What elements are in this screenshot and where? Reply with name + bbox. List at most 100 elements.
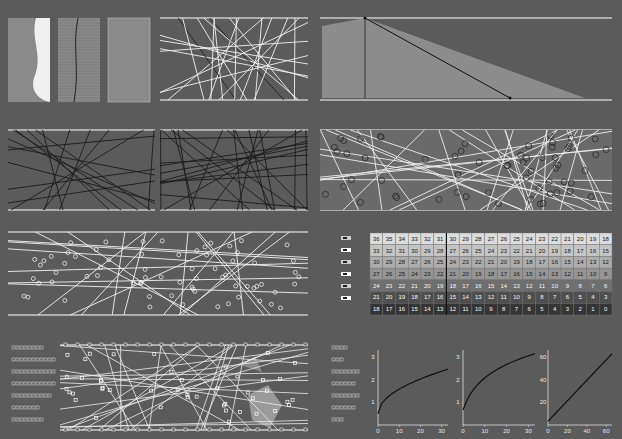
stroke: [171, 130, 274, 210]
marker-circle: [455, 172, 461, 178]
stroke: [350, 130, 587, 210]
small-icon: [32, 346, 35, 349]
marker-circle: [269, 302, 273, 306]
small-icon: [28, 394, 31, 397]
marker-circle: [524, 155, 530, 161]
panel: [320, 130, 612, 210]
stroke: [60, 376, 308, 409]
grid-cell: [587, 233, 600, 245]
small-icon: [343, 237, 347, 239]
grid-cell: [408, 245, 421, 257]
marker-circle: [181, 303, 185, 307]
grid-cell: [434, 268, 447, 280]
stroke: [8, 139, 155, 204]
hatch: [58, 41, 100, 42]
marker-circle: [195, 249, 199, 253]
small-icon: [36, 418, 39, 421]
marker-square: [222, 404, 225, 407]
small-icon: [16, 406, 19, 409]
grid-number: 22: [398, 283, 405, 289]
marker-circle: [54, 271, 58, 275]
grid-cell: [497, 268, 510, 280]
marker-circle: [73, 254, 77, 258]
grid-cell: [599, 256, 612, 268]
small-icon: [340, 406, 343, 409]
marker-circle: [22, 294, 26, 298]
grid-number: 3: [604, 294, 607, 300]
grid-cell: [370, 303, 383, 315]
stroke: [210, 18, 284, 100]
marker-circle: [63, 261, 67, 265]
grid-number: 12: [602, 259, 609, 265]
marker-square: [268, 428, 271, 431]
grid-number: 16: [398, 306, 405, 312]
grid-cell: [523, 268, 536, 280]
marker-circle: [394, 195, 400, 201]
grid-number: 18: [373, 306, 380, 312]
marker-circle: [178, 280, 182, 284]
marker-circle: [245, 284, 249, 288]
small-icon: [28, 418, 31, 421]
grid-cell: [587, 256, 600, 268]
grid-cell: [536, 303, 549, 315]
grid-cell: [383, 292, 396, 304]
marker-circle: [565, 146, 571, 152]
grid-cell: [510, 245, 523, 257]
grid-number: 6: [604, 283, 607, 289]
small-icon: [336, 406, 339, 409]
grid-cell: [446, 292, 459, 304]
grid-number: 16: [513, 271, 520, 277]
small-icon: [36, 394, 39, 397]
small-icon: [20, 346, 23, 349]
stroke: [219, 18, 299, 100]
stroke: [99, 345, 198, 430]
grid-number: 32: [386, 248, 393, 254]
grid-number: 9: [566, 283, 569, 289]
marker-circle: [85, 274, 89, 278]
stroke: [68, 232, 190, 315]
marker-square: [80, 376, 83, 379]
grid-cell: [574, 280, 587, 292]
stroke: [8, 242, 308, 260]
small-icon: [343, 273, 347, 275]
grid-number: 19: [437, 283, 444, 289]
line-set: [8, 232, 308, 315]
grid-cell: [587, 245, 600, 257]
grid-cell: [408, 280, 421, 292]
stroke: [124, 232, 146, 315]
small-icon: [36, 406, 39, 409]
hatch: [58, 20, 100, 21]
grid-cell: [510, 268, 523, 280]
marker-square: [136, 343, 139, 346]
marker-square: [286, 400, 289, 403]
grid-cell: [434, 292, 447, 304]
grid-number: 27: [373, 271, 380, 277]
marker-square: [100, 428, 103, 431]
hatch: [58, 23, 100, 24]
stroke: [60, 420, 308, 427]
grid-number: 19: [513, 259, 520, 265]
marker-circle: [379, 177, 385, 183]
grid-cell: [446, 303, 459, 315]
small-icon: [332, 346, 335, 349]
grid-number: 29: [424, 248, 431, 254]
grid-number: 7: [591, 283, 594, 289]
marker-circle: [334, 148, 340, 154]
grid-number: 2: [578, 306, 581, 312]
marker-square: [76, 428, 79, 431]
grid-cell: [587, 292, 600, 304]
small-icon: [20, 370, 23, 373]
stroke: [196, 232, 264, 315]
marker-circle: [216, 305, 220, 309]
marker-square: [88, 428, 91, 431]
stroke: [168, 18, 263, 100]
grid-number: 17: [577, 248, 584, 254]
small-icon: [24, 358, 27, 361]
grid-cell: [523, 233, 536, 245]
grid-number: 9: [528, 294, 531, 300]
marker-circle: [140, 252, 144, 256]
stroke: [60, 349, 308, 380]
grid-cell: [497, 233, 510, 245]
grid-cell: [395, 303, 408, 315]
stroke: [160, 174, 308, 181]
